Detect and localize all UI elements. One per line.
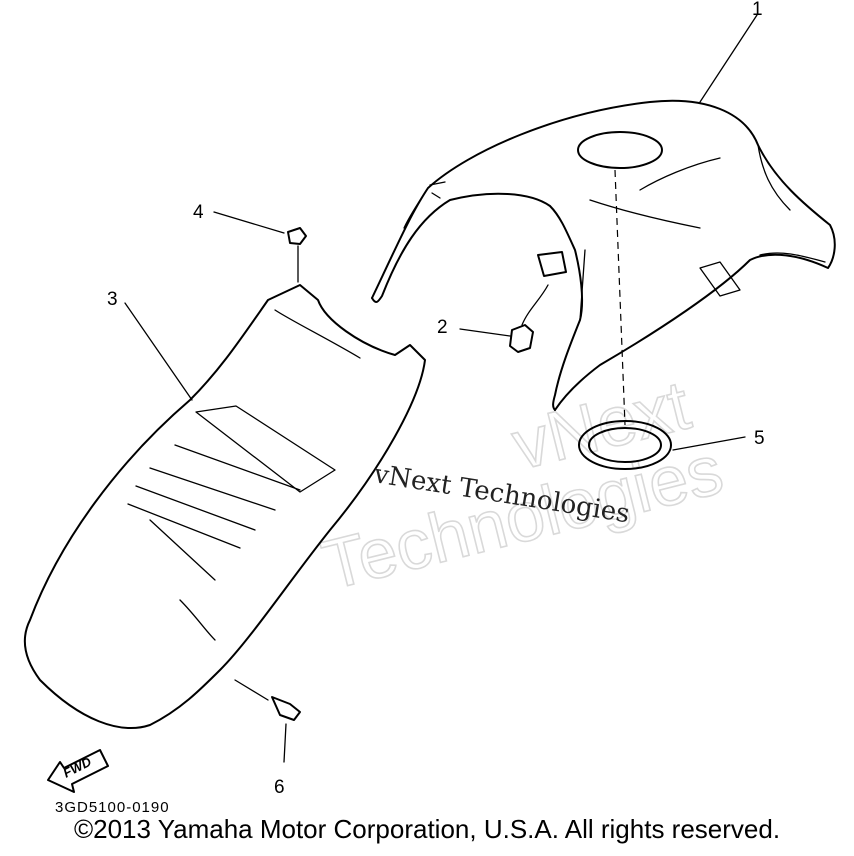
copyright-notice: ©2013 Yamaha Motor Corporation, U.S.A. A… (73, 814, 781, 844)
callout-labels: 1 2 3 4 5 6 (107, 0, 765, 798)
alignment-line (614, 169, 626, 426)
callout-4: 4 (193, 202, 204, 223)
fwd-label: FWD (61, 754, 95, 781)
part-6-bolt (234, 679, 301, 763)
part-2-clip (509, 284, 549, 353)
part-4-bolt (287, 227, 307, 283)
callout-3: 3 (107, 289, 118, 310)
part-1-tank-cover (371, 99, 836, 411)
leader-lines (124, 14, 758, 451)
drawing-part-number: 3GD5100-0190 (55, 799, 170, 816)
callout-6: 6 (274, 777, 285, 798)
fwd-arrow: FWD (47, 749, 109, 793)
callout-1: 1 (752, 0, 763, 20)
part-3-rear-cover (23, 284, 426, 729)
callout-5: 5 (754, 428, 765, 449)
callout-2: 2 (437, 317, 448, 338)
part-5-ring (578, 420, 672, 470)
